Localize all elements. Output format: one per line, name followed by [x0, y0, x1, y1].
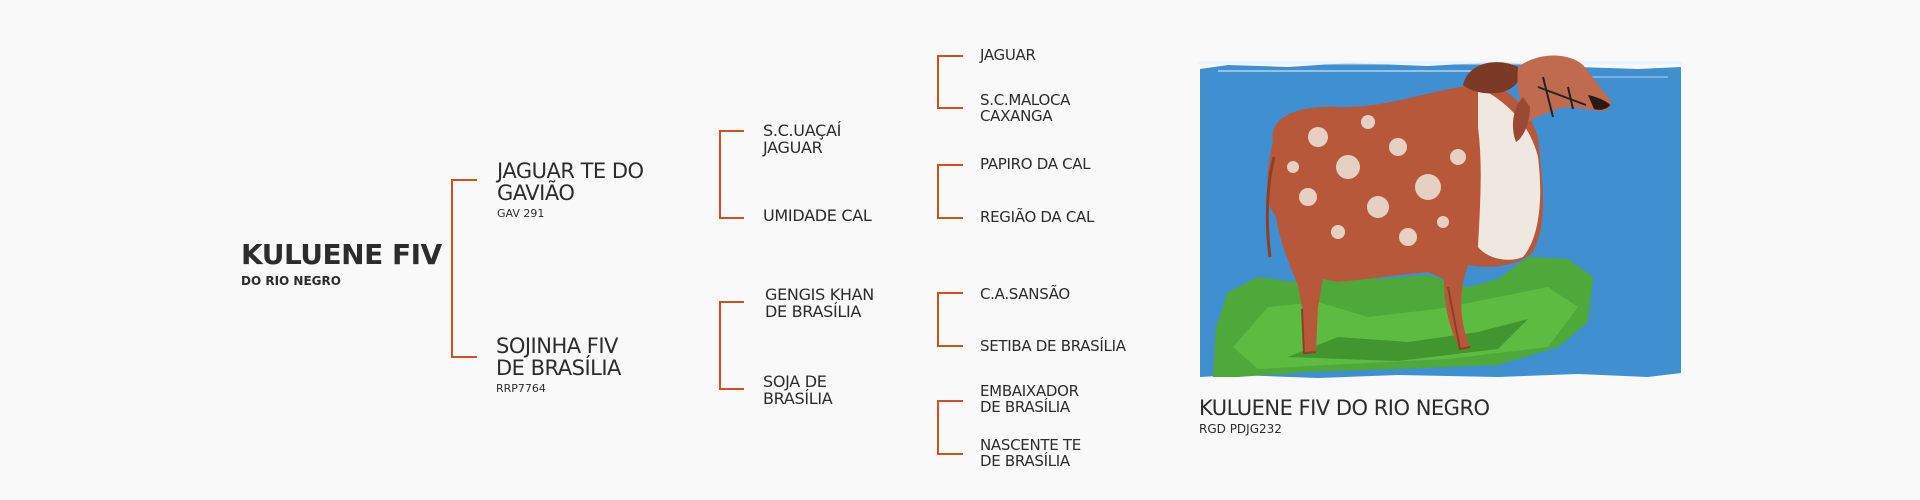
connector-gp-2: [937, 164, 963, 219]
parent-sire: JAGUAR TE DO GAVIÃO GAV 291: [497, 160, 647, 220]
parent-dam: SOJINHA FIV DE BRASÍLIA RRP7764: [496, 335, 646, 395]
connector-gp-3: [937, 292, 963, 347]
grandparent-2: UMIDADE CAL: [763, 206, 872, 225]
bull-photo: [1198, 55, 1682, 378]
grandparent-3: GENGIS KHAN DE BRASÍLIA: [765, 285, 874, 321]
great-grandparent-5: C.A.SANSÃO: [980, 285, 1070, 303]
grandparent-1: S.C.UAÇAÍ JAGUAR: [763, 121, 842, 157]
root-animal-subtitle: DO RIO NEGRO: [241, 274, 341, 288]
parent-registration: GAV 291: [497, 207, 545, 220]
connector-gp-1: [937, 55, 963, 109]
great-grandparent-7: EMBAIXADOR DE BRASÍLIA: [980, 382, 1079, 416]
root-animal-name: KULUENE FIV: [241, 238, 442, 271]
connector-sire: [719, 130, 744, 219]
connector-dam: [719, 301, 744, 390]
grandparent-4: SOJA DE BRASÍLIA: [763, 372, 833, 408]
great-grandparent-8: NASCENTE TE DE BRASÍLIA: [980, 436, 1081, 470]
great-grandparent-3: PAPIRO DA CAL: [980, 155, 1091, 173]
great-grandparent-2: S.C.MALOCA CAXANGA: [980, 91, 1071, 125]
parent-name: JAGUAR TE DO GAVIÃO: [497, 159, 644, 205]
connector-gp-4: [937, 400, 963, 455]
great-grandparent-4: REGIÃO DA CAL: [980, 208, 1095, 226]
parent-registration: RRP7764: [496, 382, 546, 395]
parent-name: SOJINHA FIV DE BRASÍLIA: [496, 334, 621, 380]
great-grandparent-6: SETIBA DE BRASÍLIA: [980, 337, 1126, 355]
photo-registration: RGD PDJG232: [1199, 422, 1282, 436]
connector-root: [451, 179, 477, 358]
photo-caption: KULUENE FIV DO RIO NEGRO: [1199, 396, 1490, 420]
great-grandparent-1: JAGUAR: [980, 46, 1036, 64]
